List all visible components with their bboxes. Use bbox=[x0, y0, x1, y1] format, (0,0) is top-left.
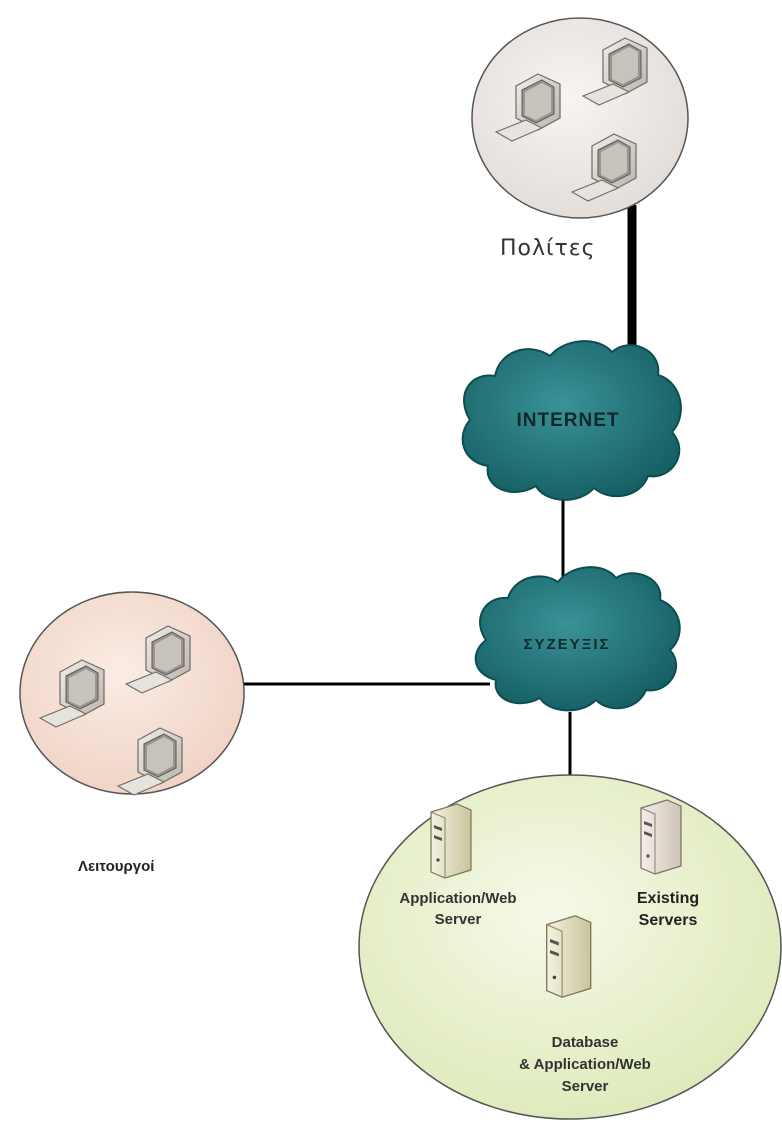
existing-servers-label: Existing Servers bbox=[618, 888, 718, 932]
existing-servers-label-line1: Existing bbox=[636, 890, 700, 907]
app-server-label-line1: Application/Web bbox=[399, 890, 517, 907]
internet-label: INTERNET bbox=[516, 410, 620, 431]
db-server-label-line2: & Application/Web bbox=[519, 1056, 651, 1073]
db-server-label-line1: Database bbox=[551, 1034, 619, 1051]
syzeyxis-label: ΣΥΖΕΥΞΙΣ bbox=[523, 636, 611, 653]
app-server-label: Application/Web Server bbox=[368, 888, 548, 930]
existing-server-icon bbox=[640, 799, 682, 875]
existing-servers-label-line2: Servers bbox=[638, 912, 698, 929]
db-server-label: Database & Application/Web Server bbox=[470, 1032, 700, 1098]
internet-cloud bbox=[461, 340, 682, 501]
citizens-label: Πολίτες bbox=[500, 236, 596, 261]
app-server-icon bbox=[430, 803, 472, 879]
citizens-group bbox=[471, 17, 689, 219]
officials-label: Λειτουργοί bbox=[78, 858, 155, 875]
db-server-label-line3: Server bbox=[561, 1078, 609, 1095]
db-server-icon bbox=[546, 915, 592, 998]
syzeyxis-cloud bbox=[474, 566, 681, 712]
officials-group bbox=[19, 591, 245, 795]
app-server-label-line2: Server bbox=[434, 911, 482, 928]
